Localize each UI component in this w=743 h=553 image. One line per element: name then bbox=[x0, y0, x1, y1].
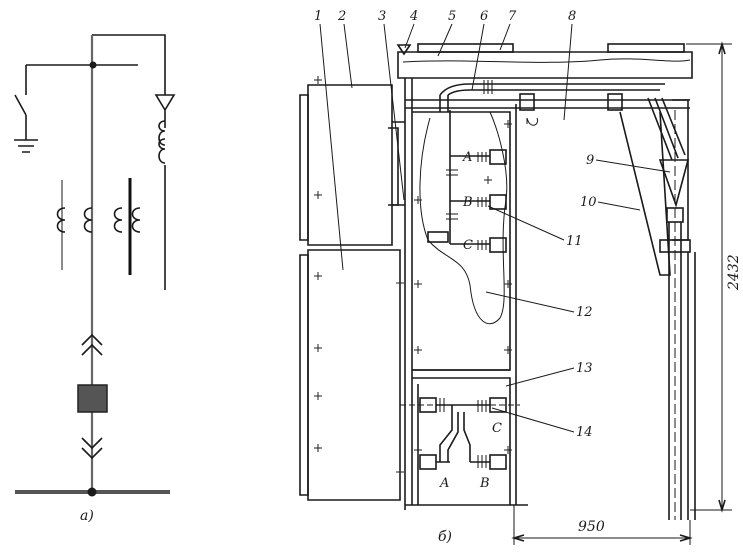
relay-box-upper bbox=[307, 84, 393, 246]
arrester-icon bbox=[154, 94, 176, 128]
callout-12: 12 bbox=[576, 305, 593, 320]
label-a: а) bbox=[80, 508, 94, 524]
phase-lower-b: B bbox=[479, 476, 490, 491]
lower-contact-icon bbox=[81, 437, 103, 460]
ct-coil-3-icon bbox=[113, 207, 123, 233]
callout-3: 3 bbox=[378, 9, 386, 24]
ct-coil-2-icon bbox=[83, 207, 93, 233]
top-panel-5 bbox=[417, 43, 514, 53]
phase-upper-a: A bbox=[462, 150, 472, 165]
junction-dot-bus bbox=[87, 487, 97, 497]
callout-1: 1 bbox=[314, 9, 322, 24]
cone-9 bbox=[658, 159, 690, 208]
earth-switch-blade bbox=[14, 94, 27, 116]
callout-9: 9 bbox=[586, 153, 594, 168]
callout-4: 4 bbox=[409, 9, 418, 24]
ct-coil-1-icon bbox=[56, 207, 66, 233]
item4-icon bbox=[396, 44, 412, 56]
cutaway-outline bbox=[419, 111, 508, 325]
dim-height: 2432 bbox=[726, 254, 742, 291]
cabinet-drawing: 2432 950 б) bbox=[299, 41, 742, 545]
callout-10: 10 bbox=[580, 195, 597, 210]
phase-upper-c: C bbox=[463, 238, 473, 253]
ground-icon bbox=[14, 139, 38, 153]
main-bus bbox=[439, 83, 665, 112]
upper-bushings bbox=[427, 110, 507, 253]
junction-dot-top bbox=[89, 61, 97, 69]
callout-11: 11 bbox=[566, 234, 583, 249]
pole bbox=[668, 222, 682, 520]
dim-width: 950 bbox=[578, 519, 605, 535]
lower-bushings bbox=[400, 397, 520, 470]
callout-7: 7 bbox=[508, 9, 517, 24]
busbar-channel bbox=[405, 99, 690, 109]
callout-2: 2 bbox=[337, 9, 346, 24]
relay-box-lower bbox=[307, 249, 401, 501]
arrester-branch bbox=[92, 34, 166, 95]
insulator-1 bbox=[519, 93, 535, 111]
callouts: 1 2 3 4 5 6 7 8 9 10 11 12 13 14 A B C C… bbox=[314, 9, 671, 491]
cable-compartment bbox=[412, 377, 511, 505]
bracket-10 bbox=[619, 111, 671, 276]
callout-13: 13 bbox=[576, 361, 593, 376]
single-line-scheme: а) bbox=[14, 34, 176, 524]
phase-upper-b: B bbox=[462, 195, 473, 210]
callout-5: 5 bbox=[448, 9, 456, 24]
roof-cover bbox=[397, 51, 693, 79]
upper-contact-icon bbox=[81, 333, 103, 356]
callout-14: 14 bbox=[576, 425, 593, 440]
breaker-icon bbox=[77, 384, 108, 413]
phase-lower-c: C bbox=[492, 421, 502, 436]
dim-height-line bbox=[686, 43, 732, 511]
phase-lower-a: A bbox=[439, 476, 449, 491]
callout-6: 6 bbox=[480, 9, 488, 24]
fasteners bbox=[314, 76, 512, 476]
label-b: б) bbox=[438, 529, 452, 545]
callout-8: 8 bbox=[568, 9, 576, 24]
insulator-2 bbox=[607, 93, 623, 111]
